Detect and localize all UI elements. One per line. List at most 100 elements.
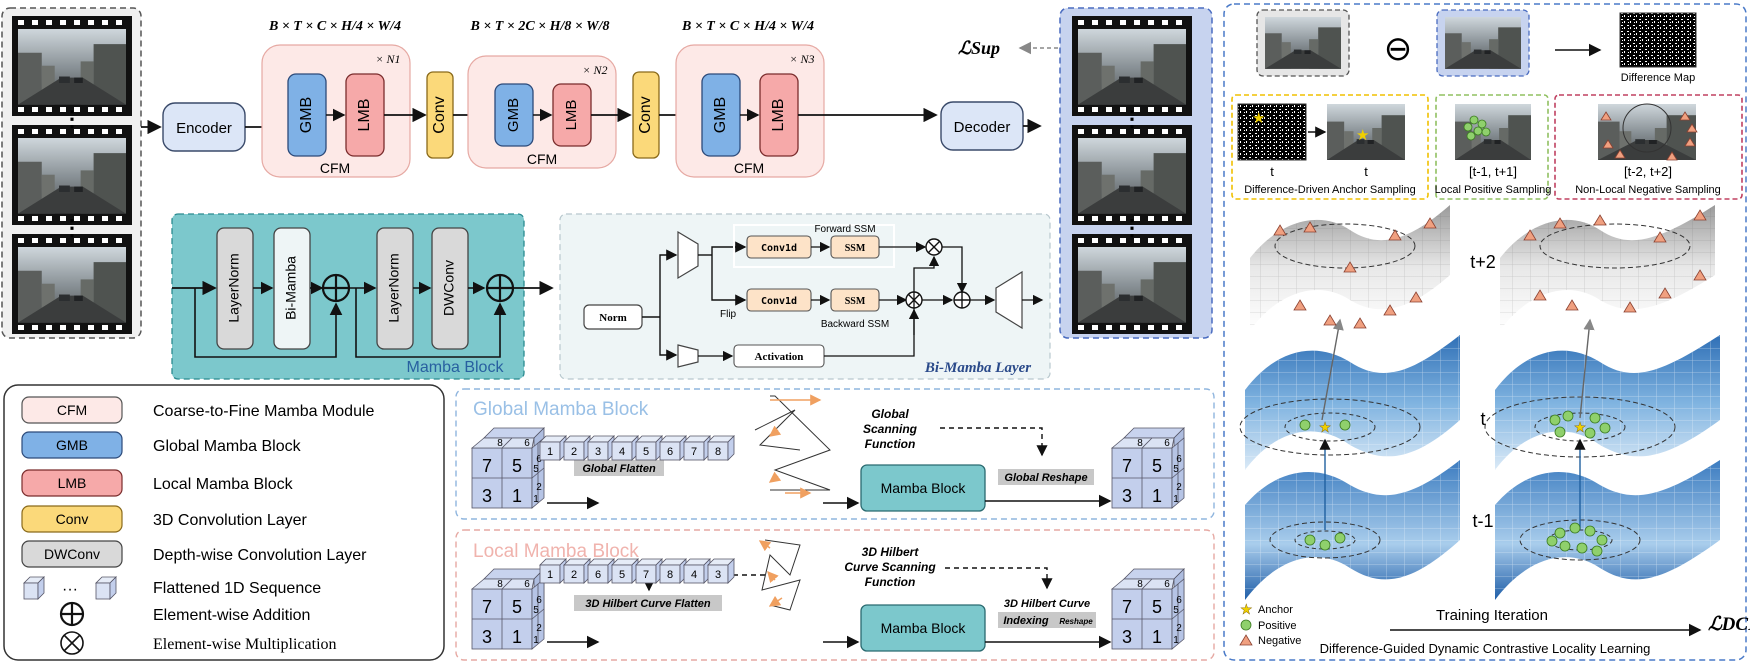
global-input-cube: 7 5 3 1 8 6 6 5 2 1 — [471, 427, 545, 509]
cube-num: 6 — [524, 438, 530, 449]
local-input-cube: 7 5 3 1 8 6 6 5 2 1 — [471, 568, 545, 650]
cube-num: 7 — [482, 456, 492, 476]
local-reshape-small: Reshape — [1059, 617, 1093, 626]
legend-desc-gmb: Global Mamba Block — [153, 438, 302, 455]
loss-dcl: ℒDCL — [1708, 614, 1750, 635]
local-flatten-label: 3D Hilbert Curve Flatten — [585, 598, 711, 610]
legend-desc-conv: 3D Convolution Layer — [153, 512, 308, 529]
gmb-label-2: GMB — [505, 98, 522, 132]
legend-desc-mul: Element-wise Multiplication — [153, 636, 337, 653]
cube-num: 6 — [524, 579, 530, 590]
activation-label: Activation — [755, 351, 804, 363]
cube-num: 3 — [1122, 627, 1132, 647]
global-scan-zigzag — [754, 394, 831, 499]
cube-num: 6 — [1176, 454, 1182, 465]
sequence-token-label: 1 — [547, 446, 553, 458]
cube-num: 5 — [1152, 597, 1162, 617]
cube-num: 8 — [497, 579, 503, 590]
positive-legend-label: Positive — [1258, 620, 1297, 632]
output-frame-2 — [1072, 125, 1192, 225]
conv-label-2: Conv — [637, 96, 654, 133]
legend-seq-icon: ··· — [23, 576, 117, 600]
legend-desc-add: Element-wise Addition — [153, 607, 310, 624]
sequence-token: 3 — [707, 558, 735, 584]
sequence-token-label: 7 — [643, 569, 649, 581]
sequence-token-label: 3 — [595, 446, 601, 458]
cube-num: 5 — [1173, 464, 1179, 475]
cube-num: 3 — [482, 486, 492, 506]
proj-trap-1 — [677, 230, 699, 280]
dwconv-label: DWConv — [441, 260, 457, 316]
svg-text:★: ★ — [1319, 419, 1332, 435]
sequence-token: 1 — [539, 435, 567, 461]
input-frame-3 — [12, 234, 132, 334]
cube-num: 5 — [533, 464, 539, 475]
cube-num: 3 — [1122, 486, 1132, 506]
conv1d-label-1: Conv1d — [761, 243, 797, 254]
sequence-token: 8 — [707, 435, 735, 461]
local-scan-line2: Curve Scanning — [844, 560, 936, 574]
legend-key-cfm: CFM — [57, 402, 87, 418]
global-scan-line2: Scanning — [863, 422, 918, 436]
anchor-star-1: ★ — [1252, 110, 1265, 127]
sequence-token: 3 — [587, 435, 615, 461]
global-block-title: Global Mamba Block — [473, 399, 649, 420]
bimamba-layer-title: Bi-Mamba Layer — [924, 360, 1031, 376]
cube-num: 5 — [1152, 456, 1162, 476]
sequence-token-label: 6 — [595, 569, 601, 581]
cube-num: 1 — [1152, 486, 1162, 506]
legend-items: CFM Coarse-to-Fine Mamba Module GMB Glob… — [21, 396, 375, 568]
surface-stack-right: ★ — [1484, 205, 1720, 600]
frame-label-t2: t+2 — [1470, 252, 1496, 272]
svg-text:★: ★ — [1574, 419, 1587, 435]
cube-num: 2 — [1176, 482, 1182, 493]
global-mamba-label: Mamba Block — [881, 480, 967, 496]
dim-label-2: B × T × 2C × H/8 × W/8 — [469, 19, 609, 34]
proj-trap-2 — [677, 344, 699, 368]
local-mamba-block — [860, 604, 986, 652]
sequence-token-label: 4 — [691, 569, 697, 581]
sequence-token: 1 — [539, 558, 567, 584]
difference-map — [1619, 12, 1697, 68]
global-reshape-tag — [998, 469, 1094, 485]
cube-num: 5 — [512, 456, 522, 476]
cube-num: 5 — [512, 597, 522, 617]
t-label-1: t — [1270, 164, 1274, 179]
cube-num: 2 — [536, 482, 542, 493]
t-range1-label: [t-1, t+1] — [1469, 164, 1517, 179]
cube-num: 5 — [1173, 605, 1179, 616]
gmb-label-1: GMB — [298, 97, 315, 133]
training-iteration-label: Training Iteration — [1436, 607, 1548, 624]
local-block-title: Local Mamba Block — [473, 541, 639, 562]
cube-num: 1 — [1173, 635, 1179, 646]
positive-cluster — [1463, 115, 1491, 141]
anchor-star-icon: ★ — [1240, 601, 1253, 617]
legend-desc-dwconv: Depth-wise Convolution Layer — [153, 547, 367, 564]
local-scan-hilbert — [758, 539, 801, 611]
legend-desc-seq: Flattened 1D Sequence — [153, 580, 321, 597]
encoder-label: Encoder — [176, 120, 232, 137]
sequence-token-label: 1 — [547, 569, 553, 581]
backward-ssm-label: Backward SSM — [821, 319, 889, 330]
gmb-label-3: GMB — [712, 97, 729, 133]
ellipsis-3: ⋮ — [1121, 106, 1143, 131]
cube-num: 3 — [482, 627, 492, 647]
local-reshape-tag — [998, 612, 1096, 628]
negative-triangle-icon — [1239, 634, 1253, 646]
dim-label-3: B × T × C × H/4 × W/4 — [681, 19, 814, 34]
anchor-sampling-label: Difference-Driven Anchor Sampling — [1244, 184, 1416, 196]
sequence-token-label: 4 — [619, 446, 625, 458]
negative-legend-label: Negative — [1258, 635, 1301, 647]
layernorm-label-2: LayerNorm — [386, 253, 402, 322]
global-mamba-block — [860, 464, 986, 512]
output-frame-1 — [1072, 16, 1192, 116]
frame-label-t1: t-1 — [1472, 511, 1493, 531]
positive-circle-icon — [1240, 619, 1252, 631]
cube-num: 8 — [497, 438, 503, 449]
global-scan-line3: Function — [865, 437, 916, 451]
ssm-label-1: SSM — [845, 243, 866, 254]
cube-num: 6 — [536, 595, 542, 606]
